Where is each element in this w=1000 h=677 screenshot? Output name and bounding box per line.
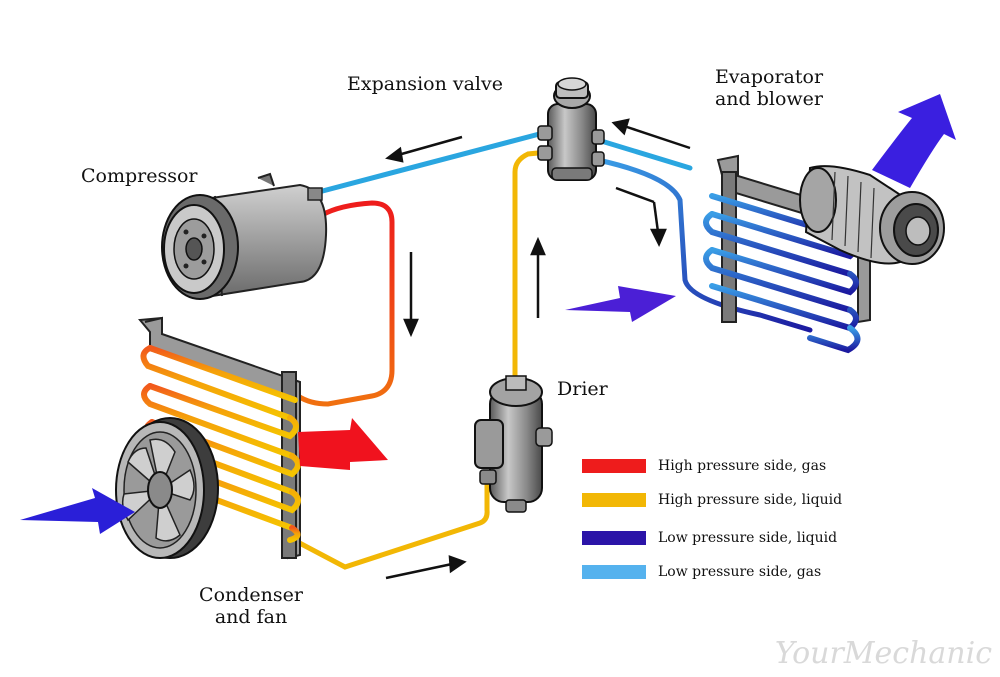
legend-swatch-low-liquid (582, 531, 646, 545)
label-evaporator-line2: and blower (714, 88, 824, 110)
legend-swatch-low-gas (582, 565, 646, 579)
legend-item: High pressure side, gas (582, 455, 882, 477)
legend-item: Low pressure side, gas (582, 561, 882, 583)
label-condenser: Condenser and fan (186, 584, 316, 628)
liquid-line-to-drier (287, 477, 490, 570)
legend-label: High pressure side, gas (658, 458, 827, 474)
label-evaporator: Evaporator and blower (704, 66, 834, 110)
label-drier: Drier (557, 378, 608, 400)
legend-label: Low pressure side, liquid (658, 530, 838, 546)
condenser-fan (115, 417, 219, 559)
legend-item: High pressure side, liquid (582, 489, 882, 511)
label-expansion-valve: Expansion valve (347, 73, 503, 95)
compressor (161, 172, 328, 300)
legend-label: Low pressure side, gas (658, 564, 822, 580)
evaporator (703, 154, 871, 354)
airflow-arrow-condenser-out (298, 418, 388, 470)
legend-item: Low pressure side, liquid (582, 527, 882, 549)
flow-arrows (385, 118, 691, 580)
legend: High pressure side, gas High pressure si… (582, 455, 882, 595)
legend-swatch-high-gas (582, 459, 646, 473)
airflow-arrow-evaporator-out (872, 94, 956, 188)
valve-to-evaporator-upper (595, 137, 693, 171)
suction-line (312, 129, 550, 196)
label-condenser-line1: Condenser (199, 584, 303, 606)
drier (474, 375, 553, 513)
discharge-line (295, 200, 395, 407)
legend-swatch-high-liquid (582, 493, 646, 507)
expansion-valve (537, 77, 605, 181)
blower (799, 165, 945, 265)
airflow-arrow-condenser-in (20, 488, 135, 534)
label-compressor: Compressor (81, 165, 198, 187)
liquid-line-to-valve (512, 149, 551, 388)
airflow-arrow-evaporator-in (565, 286, 676, 322)
watermark-logo: YourMechanic (774, 636, 992, 671)
label-evaporator-line1: Evaporator (714, 66, 824, 88)
label-condenser-line2: and fan (214, 606, 288, 628)
legend-label: High pressure side, liquid (658, 492, 843, 508)
